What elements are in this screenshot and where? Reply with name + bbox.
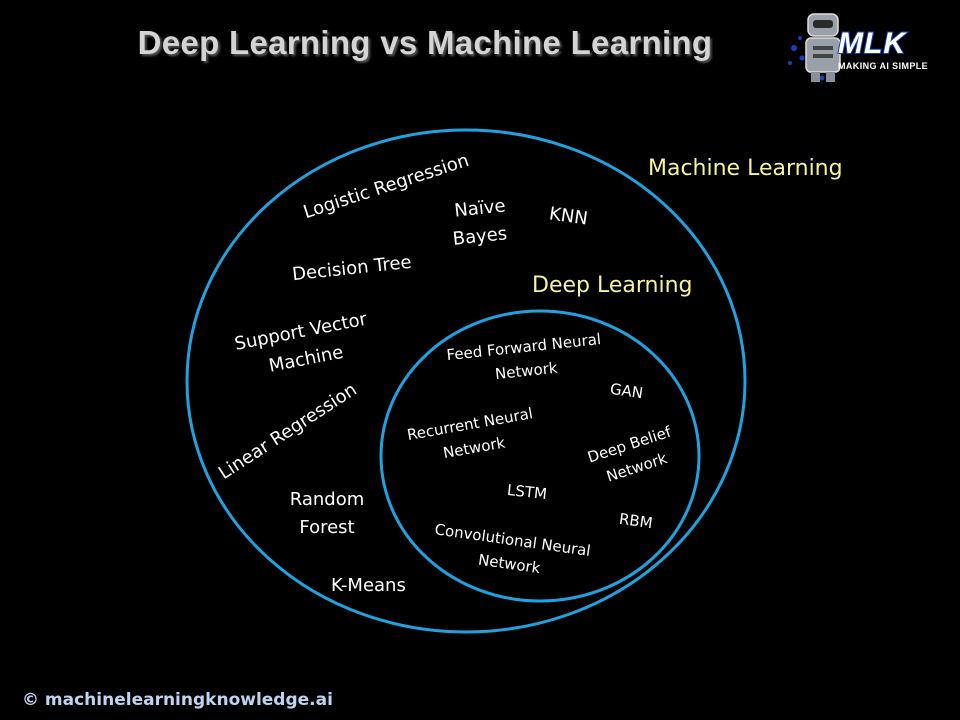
item-gan: GAN <box>608 379 645 403</box>
robot-icon <box>788 13 841 82</box>
item-naive-bayes-line2: Bayes <box>451 223 509 250</box>
item-k-means: K-Means <box>331 575 406 596</box>
item-naive-bayes: Naïve Bayes <box>450 195 510 251</box>
item-random-forest: Random Forest <box>282 486 372 542</box>
item-lstm: LSTM <box>506 480 548 504</box>
item-rbm: RBM <box>617 509 654 533</box>
machine-learning-label: Machine Learning <box>648 156 843 181</box>
logo-wordmark: MLK <box>837 26 906 61</box>
deep-learning-label: Deep Learning <box>532 273 693 298</box>
page-title: Deep Learning vs Machine Learning <box>137 24 713 61</box>
machine-learning-circle <box>185 128 747 634</box>
logo-tagline: MAKING AI SIMPLE <box>838 61 929 71</box>
deep-learning-circle <box>379 309 701 603</box>
footer-copyright: © machinelearningknowledge.ai <box>22 690 333 710</box>
item-knn: KNN <box>547 203 590 230</box>
item-random-forest-line2: Forest <box>299 517 355 538</box>
item-random-forest-line1: Random <box>289 489 365 510</box>
